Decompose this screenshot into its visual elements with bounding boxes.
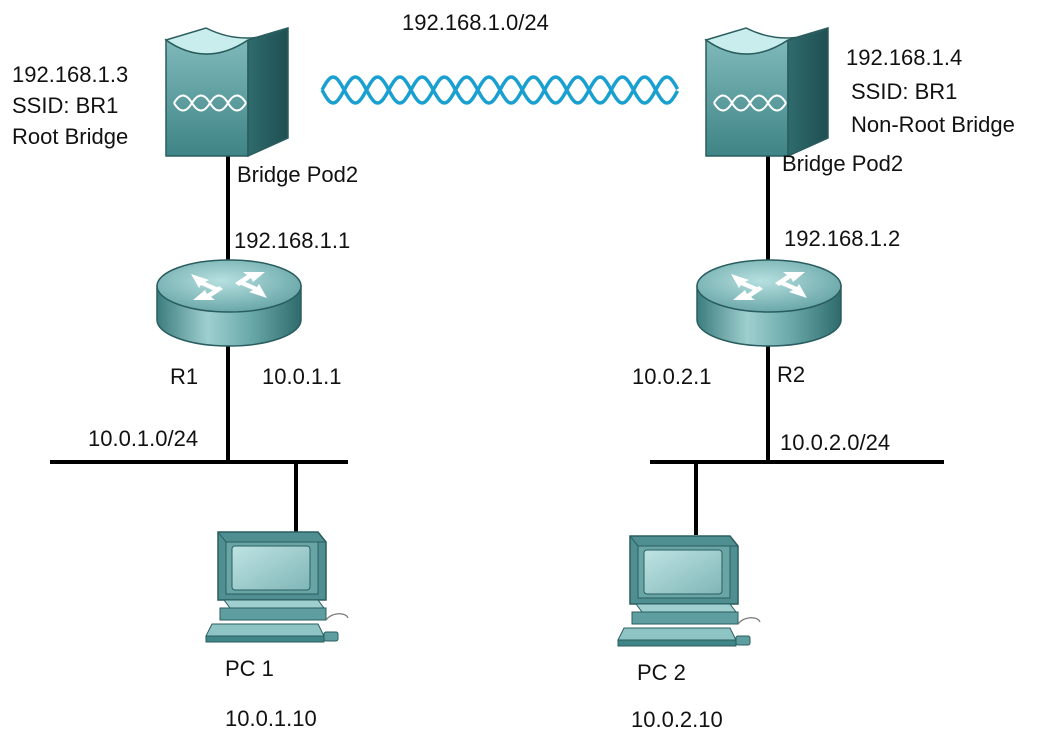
bridge-wave-emblem-icon <box>173 94 247 112</box>
right-pc-name-label: PC 2 <box>637 660 686 685</box>
right-bridge-ip-label: 192.168.1.4 <box>846 45 963 70</box>
left-router-lan-ip-label: 10.0.1.1 <box>262 364 342 389</box>
right-bridge-role-label: Non-Root Bridge <box>851 112 1015 137</box>
wireless-link-signal <box>320 75 680 105</box>
left-bridge-ssid-label: SSID: BR1 <box>12 93 119 118</box>
router-arrows-icon <box>731 272 807 300</box>
left-lan-subnet-label: 10.0.1.0/24 <box>88 426 199 451</box>
router-device-left <box>156 259 302 347</box>
right-router-lan-ip-label: 10.0.2.1 <box>632 364 712 389</box>
right-pc-ip-label: 10.0.2.10 <box>631 707 723 732</box>
right-bridge-ssid-label: SSID: BR1 <box>851 79 958 104</box>
wireless-subnet-label: 192.168.1.0/24 <box>402 10 549 35</box>
router-arrows-icon <box>191 272 267 300</box>
router-device-right <box>696 259 842 347</box>
left-router-wan-ip-label: 192.168.1.1 <box>234 228 351 253</box>
right-router-name-label: R2 <box>777 362 806 387</box>
pc-computer-right <box>617 535 761 647</box>
left-bridge-role-label: Root Bridge <box>12 124 129 149</box>
right-router-wan-ip-label: 192.168.1.2 <box>784 226 901 251</box>
left-bridge-ip-label: 192.168.1.3 <box>12 62 129 87</box>
right-bridge-name-label: Bridge Pod2 <box>782 151 904 176</box>
bridge-wave-emblem-icon <box>713 94 787 112</box>
pc-computer-left <box>205 531 349 643</box>
left-router-name-label: R1 <box>170 364 199 389</box>
connection-lines <box>50 142 944 535</box>
left-pc-ip-label: 10.0.1.10 <box>225 706 317 731</box>
right-lan-subnet-label: 10.0.2.0/24 <box>780 430 891 455</box>
bridge-device-left <box>164 26 289 158</box>
bridge-device-right <box>704 26 829 158</box>
left-pc-name-label: PC 1 <box>225 656 274 681</box>
left-bridge-name-label: Bridge Pod2 <box>237 162 359 187</box>
